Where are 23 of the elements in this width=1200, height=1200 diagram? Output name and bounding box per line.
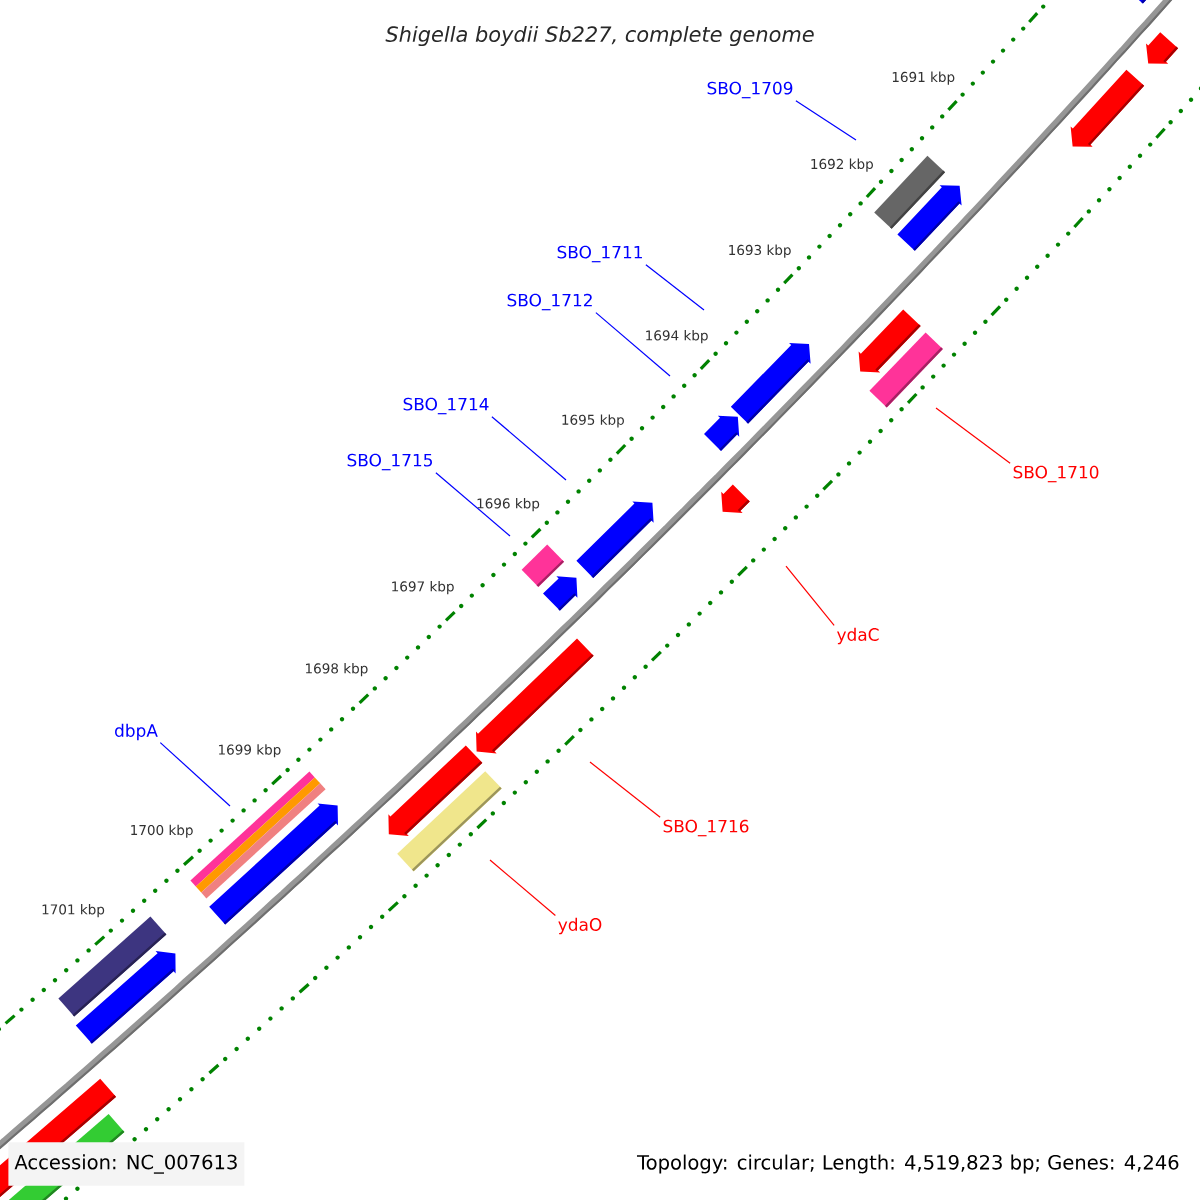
- gene-label: SBO_1711: [557, 245, 642, 263]
- gene-label: SBO_1715: [347, 453, 432, 471]
- gene-label: SBO_1716: [663, 819, 749, 837]
- leader-line: [935, 407, 1011, 464]
- leader-line: [595, 312, 671, 377]
- accession-label: Accession: NC_007613: [8, 1142, 245, 1186]
- leader-line: [589, 761, 661, 818]
- gene-label: ydaC: [837, 627, 879, 645]
- gene-label: SBO_1712: [507, 293, 592, 311]
- gene-label: ydaO: [558, 917, 602, 935]
- gene-label: dbpA: [115, 723, 158, 741]
- gene-label: SBO_1710: [1013, 465, 1099, 483]
- leader-line: [159, 742, 231, 807]
- leader-line: [795, 100, 857, 141]
- genome-info-label: Topology: circular; Length: 4,519,823 bp; Genes: 4,246: [637, 1154, 1179, 1174]
- leader-line: [645, 264, 705, 311]
- leader-line: [491, 416, 567, 481]
- gene-label: SBO_1709: [707, 81, 793, 99]
- gene-label: SBO_1714: [403, 397, 489, 415]
- title: Shigella boydii Sb227, complete genome: [385, 25, 814, 47]
- leader-line: [435, 472, 511, 537]
- leader-line: [489, 859, 556, 916]
- leader-line: [785, 565, 835, 626]
